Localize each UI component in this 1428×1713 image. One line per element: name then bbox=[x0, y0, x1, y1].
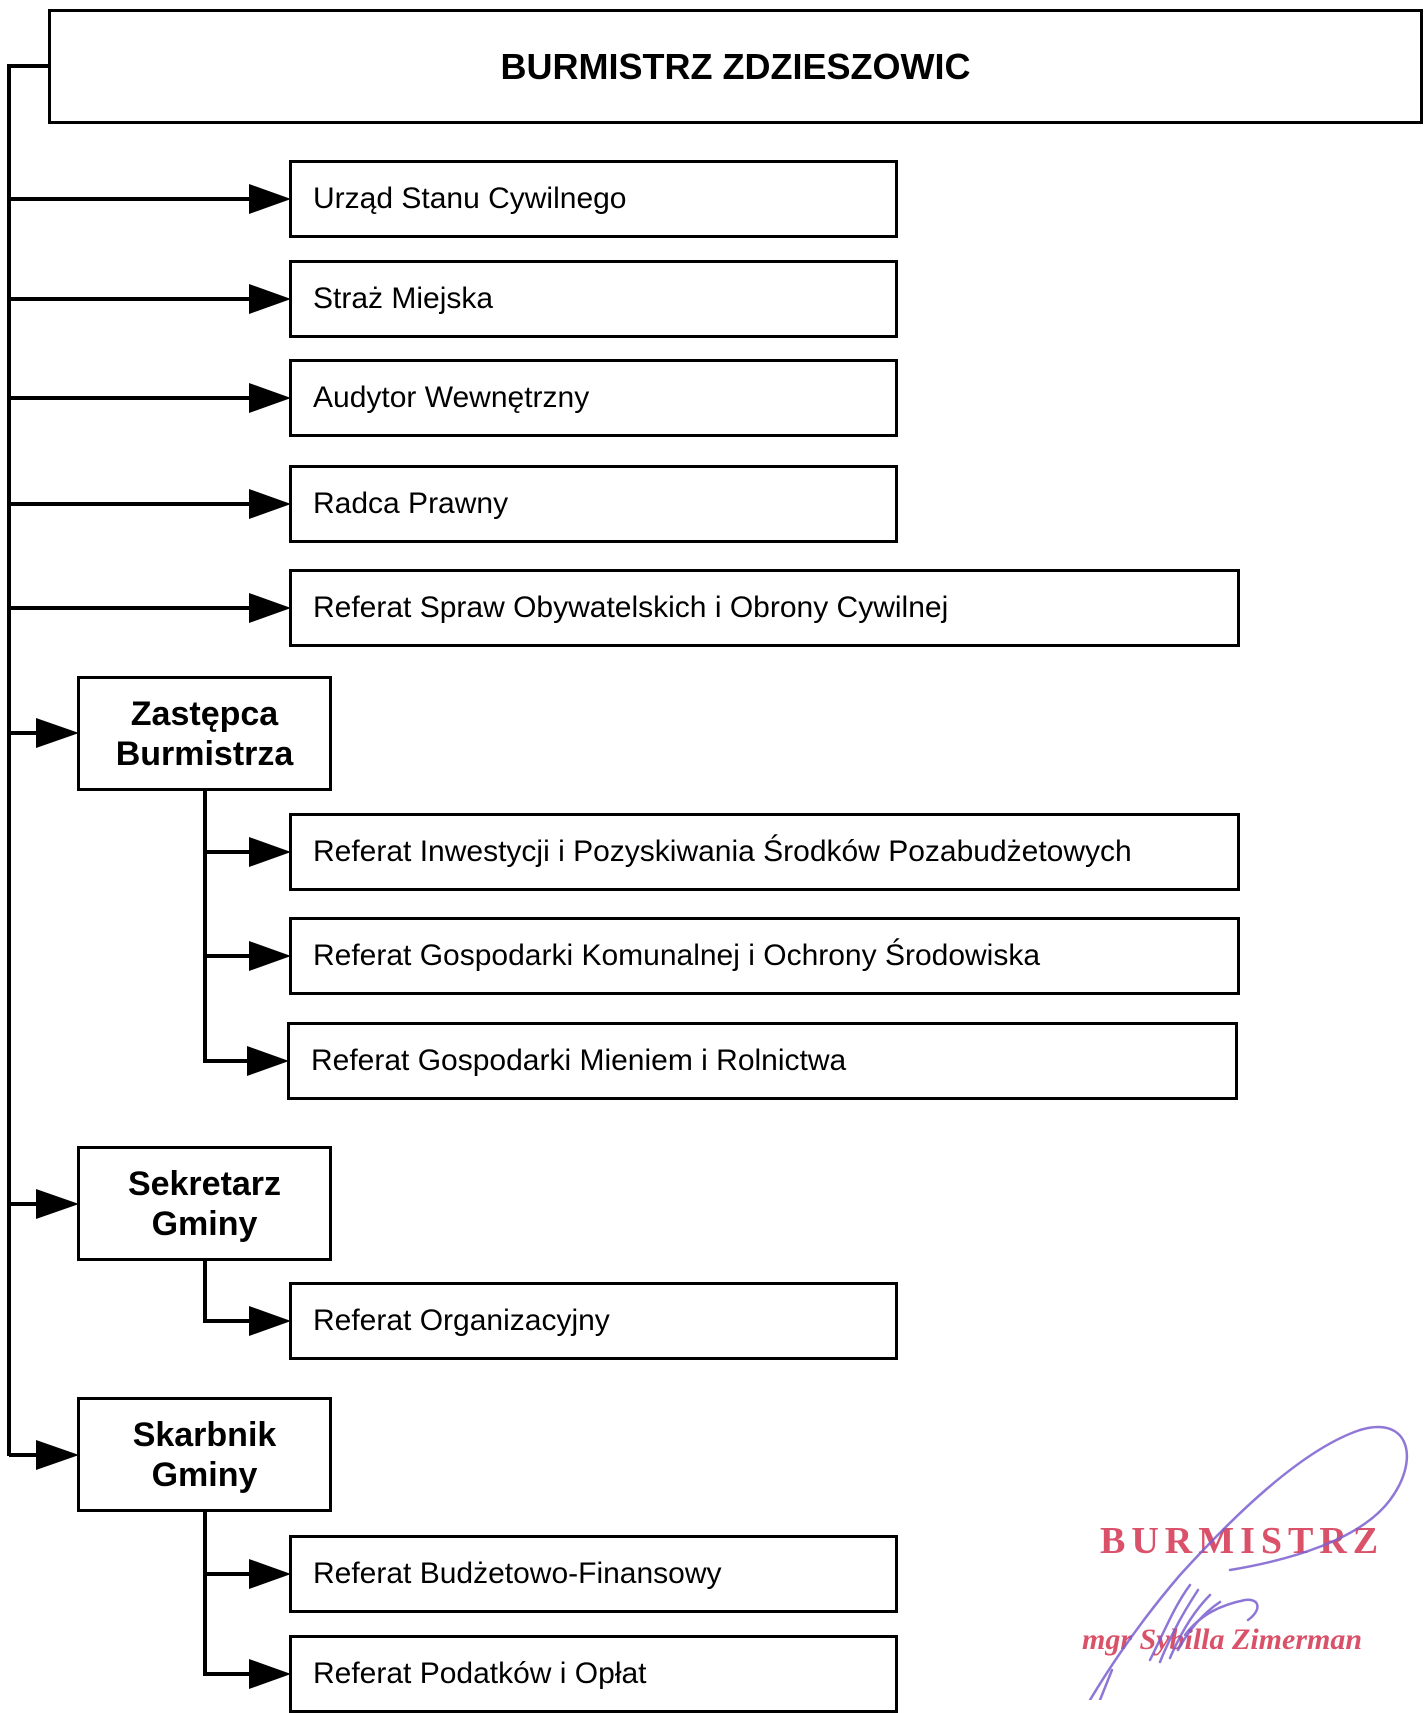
unit-label: Referat Organizacyjny bbox=[313, 1304, 610, 1337]
unit-label: Straż Miejska bbox=[313, 282, 494, 315]
unit-box: Referat Budżetowo-Finansowy bbox=[289, 1535, 898, 1613]
deputy-title-line: Zastępca bbox=[130, 694, 279, 733]
unit-label: Referat Inwestycji i Pozyskiwania Środkó… bbox=[313, 835, 1132, 868]
signature-stamp: BURMISTRZ mgr Sybilla Zimerman bbox=[1082, 1425, 1409, 1700]
unit-box: Referat Organizacyjny bbox=[289, 1282, 898, 1360]
unit-box: Radca Prawny bbox=[289, 465, 898, 543]
unit-label: Urząd Stanu Cywilnego bbox=[313, 182, 627, 215]
unit-box: Urząd Stanu Cywilnego bbox=[289, 160, 898, 238]
deputy-box: Skarbnik Gminy bbox=[77, 1397, 332, 1512]
deputy-title-line: Gminy bbox=[151, 1204, 258, 1243]
deputy-title-line: Sekretarz bbox=[127, 1164, 282, 1203]
head-title: BURMISTRZ ZDZIESZOWIC bbox=[500, 45, 971, 87]
unit-label: Referat Spraw Obywatelskich i Obrony Cyw… bbox=[313, 591, 949, 624]
deputy-title-line: Burmistrza bbox=[115, 734, 294, 773]
unit-label: Audytor Wewnętrzny bbox=[313, 381, 590, 414]
deputy-title-line: Skarbnik bbox=[132, 1415, 277, 1454]
unit-box: Referat Spraw Obywatelskich i Obrony Cyw… bbox=[289, 569, 1240, 647]
signature-scribble bbox=[1088, 1425, 1409, 1700]
unit-label: Referat Gospodarki Mieniem i Rolnictwa bbox=[311, 1044, 847, 1077]
deputy-title-line: Gminy bbox=[151, 1455, 258, 1494]
stamp-title: BURMISTRZ bbox=[1100, 1520, 1384, 1562]
unit-box: Referat Podatków i Opłat bbox=[289, 1635, 898, 1713]
unit-box: Referat Gospodarki Mieniem i Rolnictwa bbox=[287, 1022, 1238, 1100]
unit-box: Referat Inwestycji i Pozyskiwania Środkó… bbox=[289, 813, 1240, 891]
unit-box: Audytor Wewnętrzny bbox=[289, 359, 898, 437]
stamp-name: mgr Sybilla Zimerman bbox=[1082, 1623, 1362, 1656]
unit-label: Referat Gospodarki Komunalnej i Ochrony … bbox=[313, 939, 1041, 972]
head-box: BURMISTRZ ZDZIESZOWIC bbox=[48, 9, 1423, 124]
unit-box: Straż Miejska bbox=[289, 260, 898, 338]
unit-label: Referat Budżetowo-Finansowy bbox=[313, 1557, 722, 1590]
unit-label: Radca Prawny bbox=[313, 487, 509, 520]
unit-box: Referat Gospodarki Komunalnej i Ochrony … bbox=[289, 917, 1240, 995]
unit-label: Referat Podatków i Opłat bbox=[313, 1657, 647, 1690]
deputy-box: Zastępca Burmistrza bbox=[77, 676, 332, 791]
deputy-box: Sekretarz Gminy bbox=[77, 1146, 332, 1261]
